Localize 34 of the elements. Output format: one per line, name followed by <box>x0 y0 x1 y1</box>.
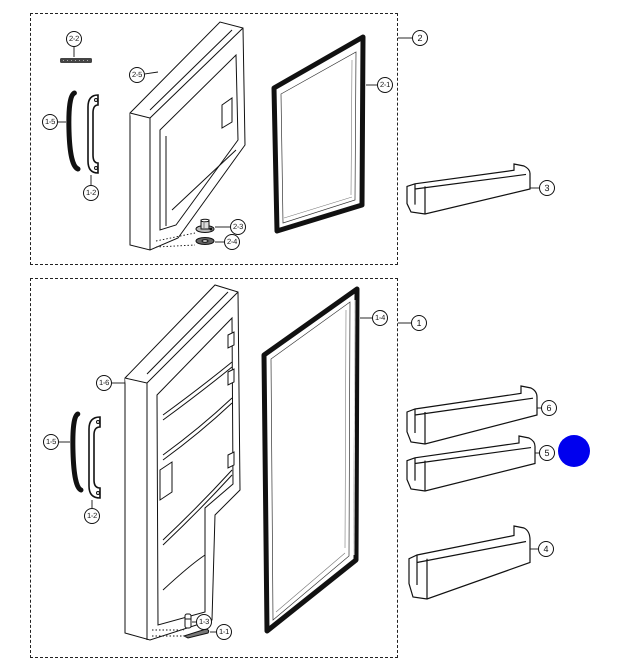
handle-drawing <box>87 415 102 500</box>
door-bin-drawing <box>405 435 535 492</box>
callout-number: 1 <box>411 315 427 331</box>
leader-line <box>144 72 158 74</box>
handle-cover-drawing <box>66 90 80 172</box>
door-bin-drawing <box>405 385 537 445</box>
dashed-group-frame <box>30 13 398 265</box>
leader-line <box>112 382 126 384</box>
washer-drawing <box>195 237 215 245</box>
trim-strip-drawing <box>60 57 92 64</box>
hinge-pin-drawing <box>183 627 210 638</box>
gasket-drawing <box>262 287 360 633</box>
leader-line <box>530 548 538 550</box>
door-drawing <box>130 22 245 250</box>
leader-line <box>398 322 412 324</box>
door-bin-drawing <box>407 525 530 600</box>
callout-number: 6 <box>541 400 557 416</box>
hinge-pin-drawing <box>195 219 215 233</box>
handle-drawing <box>86 93 100 175</box>
callout-number: 3 <box>539 180 555 196</box>
cap-drawing <box>184 613 192 630</box>
leader-line <box>90 174 92 186</box>
handle-cover-drawing <box>70 411 83 493</box>
gasket-drawing <box>272 35 366 233</box>
door-bin-drawing <box>405 163 530 215</box>
assembly-line <box>156 232 196 242</box>
callout-number: 5 <box>539 445 555 461</box>
callout-number: 4 <box>538 541 554 557</box>
callout-number: 2 <box>412 30 428 46</box>
assembly-line <box>156 244 196 248</box>
leader-line <box>366 84 378 86</box>
dashed-group-frame <box>30 278 398 658</box>
leader-line <box>534 452 540 454</box>
leader-line <box>214 226 230 228</box>
